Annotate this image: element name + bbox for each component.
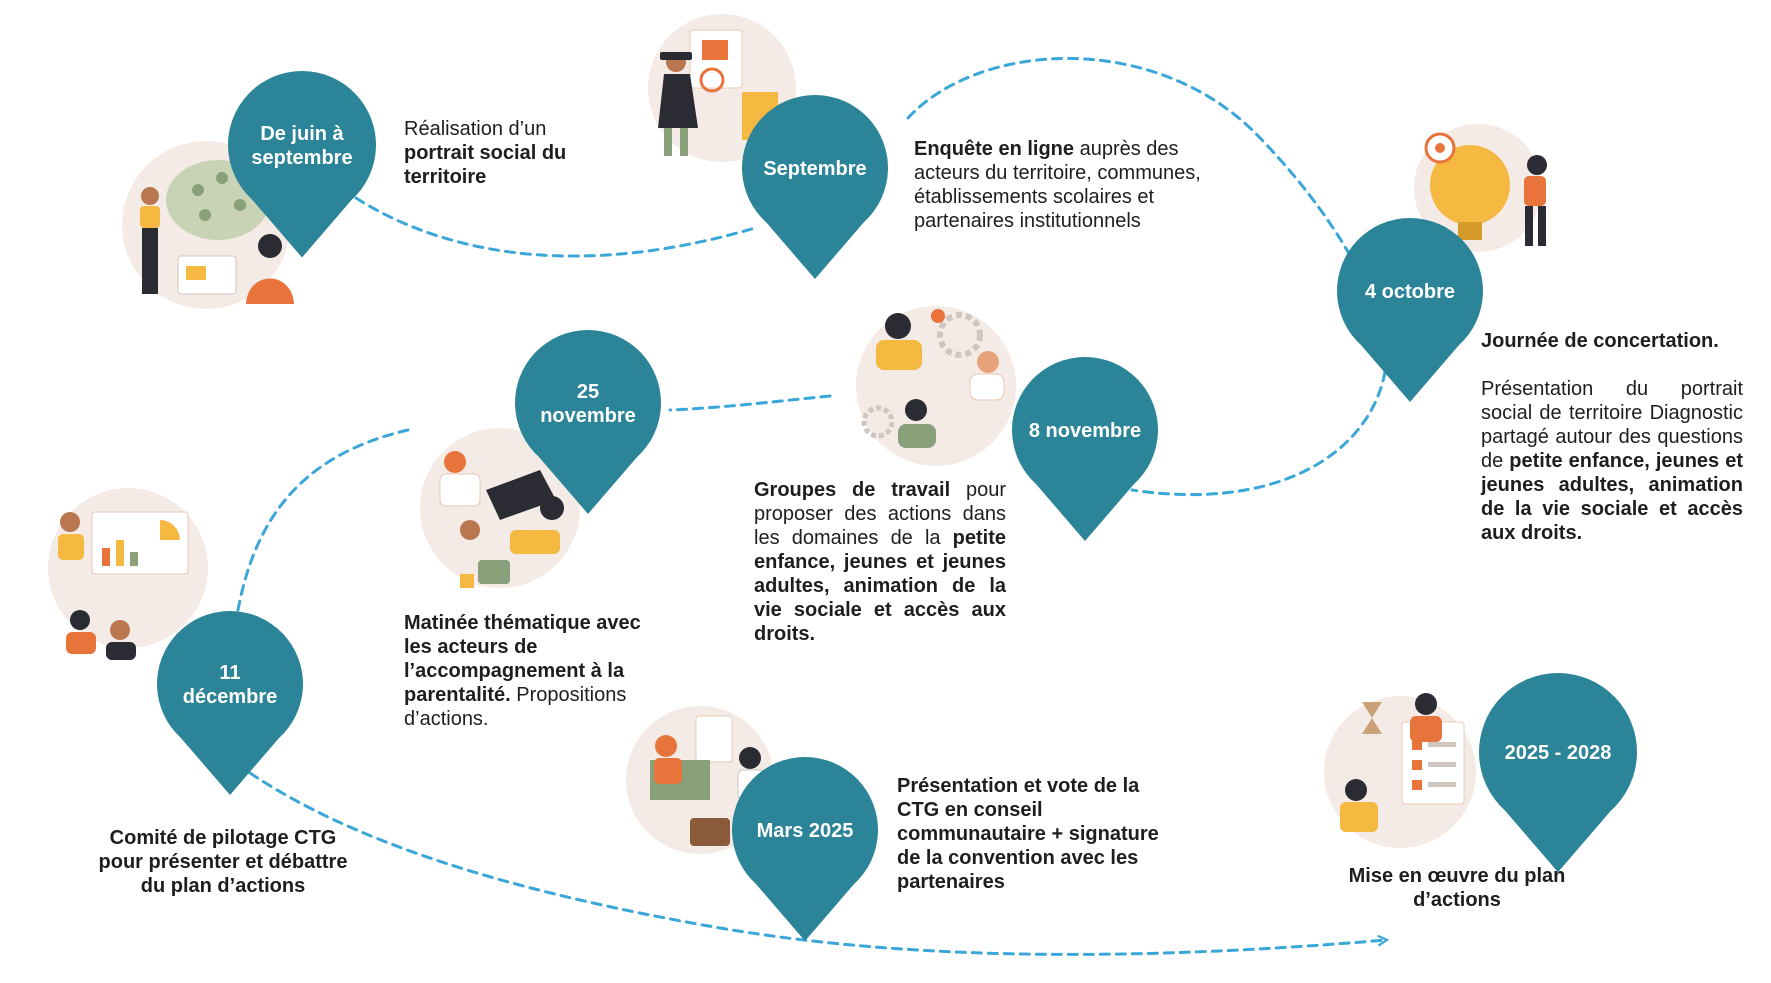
description-text-run: Enquête en ligne: [914, 138, 1075, 160]
milestone-7-description: Présentation et vote de la CTG en consei…: [897, 774, 1183, 894]
description-text-run: Réalisation d’un: [404, 118, 547, 140]
description-text-run: portrait social du territoire: [404, 142, 567, 188]
description-text-run: petite enfance, jeunes et jeunes adultes…: [1481, 450, 1743, 544]
illustration-parenting: [420, 428, 580, 588]
milestone-pin-3: 4 octobre: [1336, 218, 1483, 402]
pin-date-label: novembre: [540, 405, 636, 427]
pin-date-label: septembre: [251, 147, 352, 169]
milestone-4-description: Groupes de travail pour proposer des act…: [754, 478, 1006, 646]
pin-marker: [1012, 357, 1159, 541]
pin-date-label: 4 octobre: [1365, 281, 1455, 303]
pin-date-label: 2025 - 2028: [1505, 742, 1612, 764]
pin-date-label: Septembre: [763, 158, 866, 180]
milestone-2-description: Enquête en ligne auprès des acteurs du t…: [914, 137, 1214, 233]
milestone-6-description: Comité de pilotage CTG pour présenter et…: [86, 826, 360, 898]
description-text-run: Propositions d’actions.: [404, 684, 627, 730]
pin-date-label: 11: [219, 662, 240, 684]
milestone-5-description: Matinée thématique avec les acteurs de l…: [404, 611, 664, 731]
path-segment-1: [354, 196, 757, 258]
path-segment-6: [248, 771, 1386, 956]
path-segment-5: [236, 428, 410, 612]
pin-marker: [732, 757, 878, 941]
description-text-run: Mise en œuvre du plan d’actions: [1348, 865, 1566, 911]
path-segment-3: [1130, 370, 1387, 497]
pin-date-label: 25: [577, 381, 599, 403]
description-text-run: Comité de pilotage CTG pour présenter et…: [98, 827, 348, 897]
pin-marker: [1479, 673, 1637, 873]
pin-marker: [742, 94, 888, 279]
milestone-3-description: Présentation du portrait social de terri…: [1481, 377, 1743, 545]
pin-date-label: 8 novembre: [1029, 420, 1141, 442]
description-text-run: Groupes de travail: [754, 479, 951, 501]
milestone-8-description: Mise en œuvre du plan d’actions: [1326, 864, 1588, 912]
milestone-pin-2: Septembre: [742, 94, 888, 279]
pin-date-label: Mars 2025: [757, 820, 854, 842]
illustration-steering-committee: [48, 488, 208, 660]
pin-marker: [156, 611, 303, 795]
description-text-run: auprès des acteurs du territoire, commun…: [914, 138, 1201, 232]
milestone-pin-7: Mars 2025: [732, 757, 878, 941]
path-segment-4: [668, 394, 832, 412]
description-text-run: Présentation du portrait social de terri…: [1481, 378, 1743, 472]
description-text-run: petite enfance, jeunes et jeunes adultes…: [754, 527, 1006, 645]
description-text-run: pour proposer des actions dans les domai…: [754, 479, 1006, 549]
illustration-planning: [1324, 693, 1476, 848]
pin-marker: [515, 330, 661, 514]
milestone-3-title: Journée de concertation.: [1481, 330, 1719, 352]
pin-date-label: décembre: [183, 686, 278, 708]
illustration-workgroup: [856, 306, 1016, 466]
description-text-run: Présentation et vote de la CTG en consei…: [897, 775, 1159, 893]
milestone-pin-4: 8 novembre: [1012, 357, 1159, 541]
pin-marker: [228, 71, 377, 258]
description-text-run: Matinée thématique avec les acteurs de l…: [404, 612, 641, 706]
illustration-lightbulb: [1414, 124, 1547, 252]
milestone-pin-8: 2025 - 2028: [1479, 673, 1637, 873]
pin-date-label: De juin à: [260, 123, 344, 145]
milestone-1-description: Réalisation d’un portrait social du terr…: [404, 117, 604, 189]
pin-marker: [1336, 218, 1483, 402]
